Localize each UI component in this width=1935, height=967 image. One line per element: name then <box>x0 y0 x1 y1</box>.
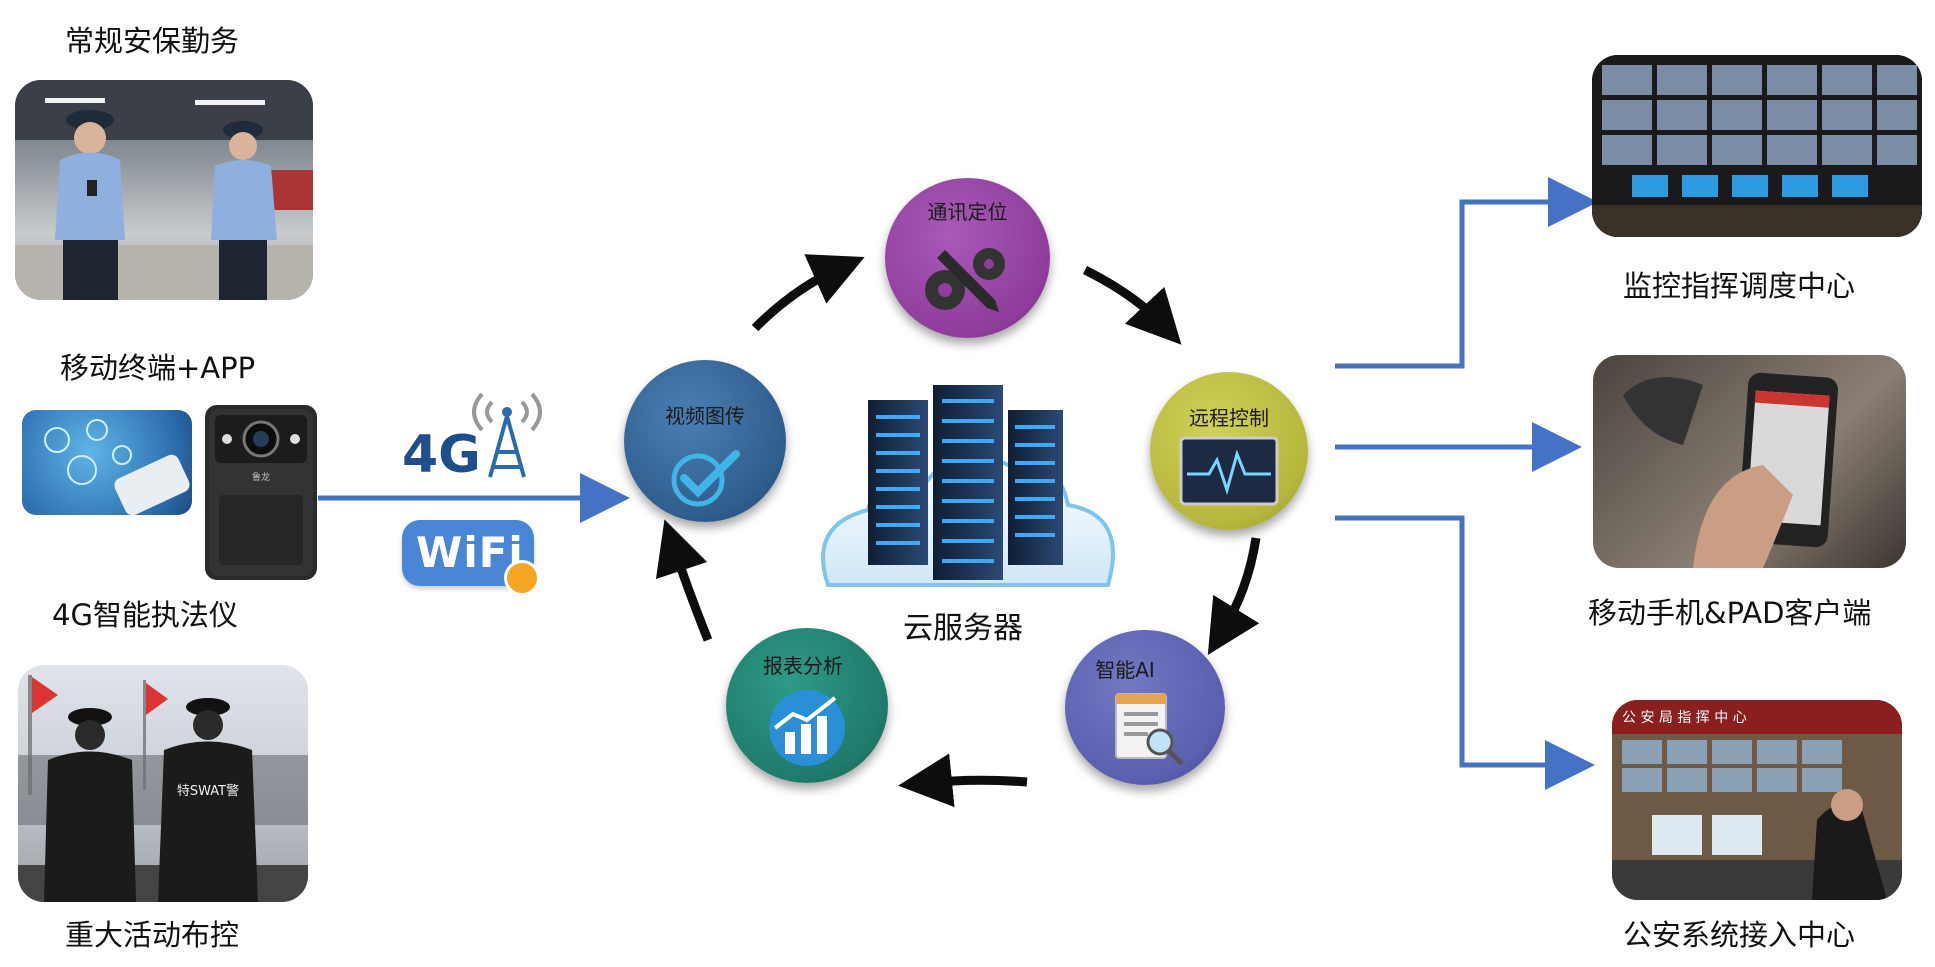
node-comm-positioning-label: 通讯定位 <box>927 200 1008 224</box>
output-arrow-monitor <box>1335 177 1598 369</box>
label-major-event-control: 重大活动布控 <box>65 918 240 952</box>
device-brand: 鲁龙 <box>252 471 270 483</box>
app-icons-illustration <box>44 419 190 515</box>
node-remote-control-label: 远程控制 <box>1189 406 1269 430</box>
label-mobile-terminal-app: 移动终端+APP <box>60 351 256 385</box>
label-monitor-command-center: 监控指挥调度中心 <box>1623 269 1856 303</box>
gear-pencil-icon <box>925 248 1005 312</box>
photo-monitor-command-center <box>1592 55 1922 237</box>
wifi-badge: WiFi <box>402 520 540 596</box>
cellular-tower-icon: 4G <box>402 392 542 485</box>
photo-body-camera: 鲁龙 <box>205 405 317 580</box>
node-remote-control: 远程控制 <box>1150 372 1308 530</box>
cycle-arrow-4 <box>898 753 1028 808</box>
node-report-analysis: 报表分析 <box>726 628 888 783</box>
node-smart-ai-label: 智能AI <box>1095 658 1155 682</box>
cycle-arrow-2 <box>1082 265 1182 345</box>
node-video-transmission: 视频图传 <box>624 360 786 522</box>
node-video-transmission-label: 视频图传 <box>665 404 745 428</box>
cellular-label: 4G <box>402 425 481 485</box>
cycle-arrow-1 <box>751 254 865 332</box>
body-camera-device: 鲁龙 <box>209 409 313 576</box>
document-search-icon <box>1115 693 1184 766</box>
photo-mobile-app <box>22 410 192 515</box>
police-officers-illustration <box>15 80 313 300</box>
swat-officers-illustration: 特SWAT警 <box>18 675 308 902</box>
wifi-signal-icon <box>504 560 540 596</box>
cloud-server-icon <box>821 385 1115 587</box>
photo-major-event-control: 特SWAT警 <box>18 665 308 902</box>
node-report-analysis-label: 报表分析 <box>763 654 843 678</box>
video-wall-illustration <box>1592 55 1922 237</box>
output-arrow-police <box>1335 515 1595 790</box>
label-smart-law-enforcement: 4G智能执法仪 <box>52 598 238 632</box>
police-control-room-illustration: 公 安 局 指 挥 中 心 <box>1612 700 1902 900</box>
swat-badge: 特SWAT警 <box>177 783 239 799</box>
cycle-arrow-5 <box>655 519 713 642</box>
node-smart-ai: 智能AI <box>1065 630 1225 785</box>
label-routine-security: 常规安保勤务 <box>65 24 240 58</box>
photo-mobile-pad-client <box>1593 355 1906 568</box>
bar-chart-icon <box>769 690 845 766</box>
label-police-system-access: 公安系统接入中心 <box>1623 918 1856 952</box>
label-mobile-pad-client: 移动手机&PAD客户端 <box>1588 596 1872 630</box>
photo-routine-security <box>15 80 313 300</box>
cycle-arrow-3 <box>1207 537 1261 655</box>
node-comm-positioning: 通讯定位 <box>885 178 1050 338</box>
monitor-pulse-icon <box>1179 436 1279 506</box>
hand-phone-illustration <box>1623 372 1839 568</box>
photo-police-system-access: 公 安 局 指 挥 中 心 <box>1612 700 1902 900</box>
checkmark-icon <box>671 450 740 507</box>
label-cloud-server: 云服务器 <box>903 611 1023 646</box>
police-sign: 公 安 局 指 挥 中 心 <box>1622 710 1747 726</box>
